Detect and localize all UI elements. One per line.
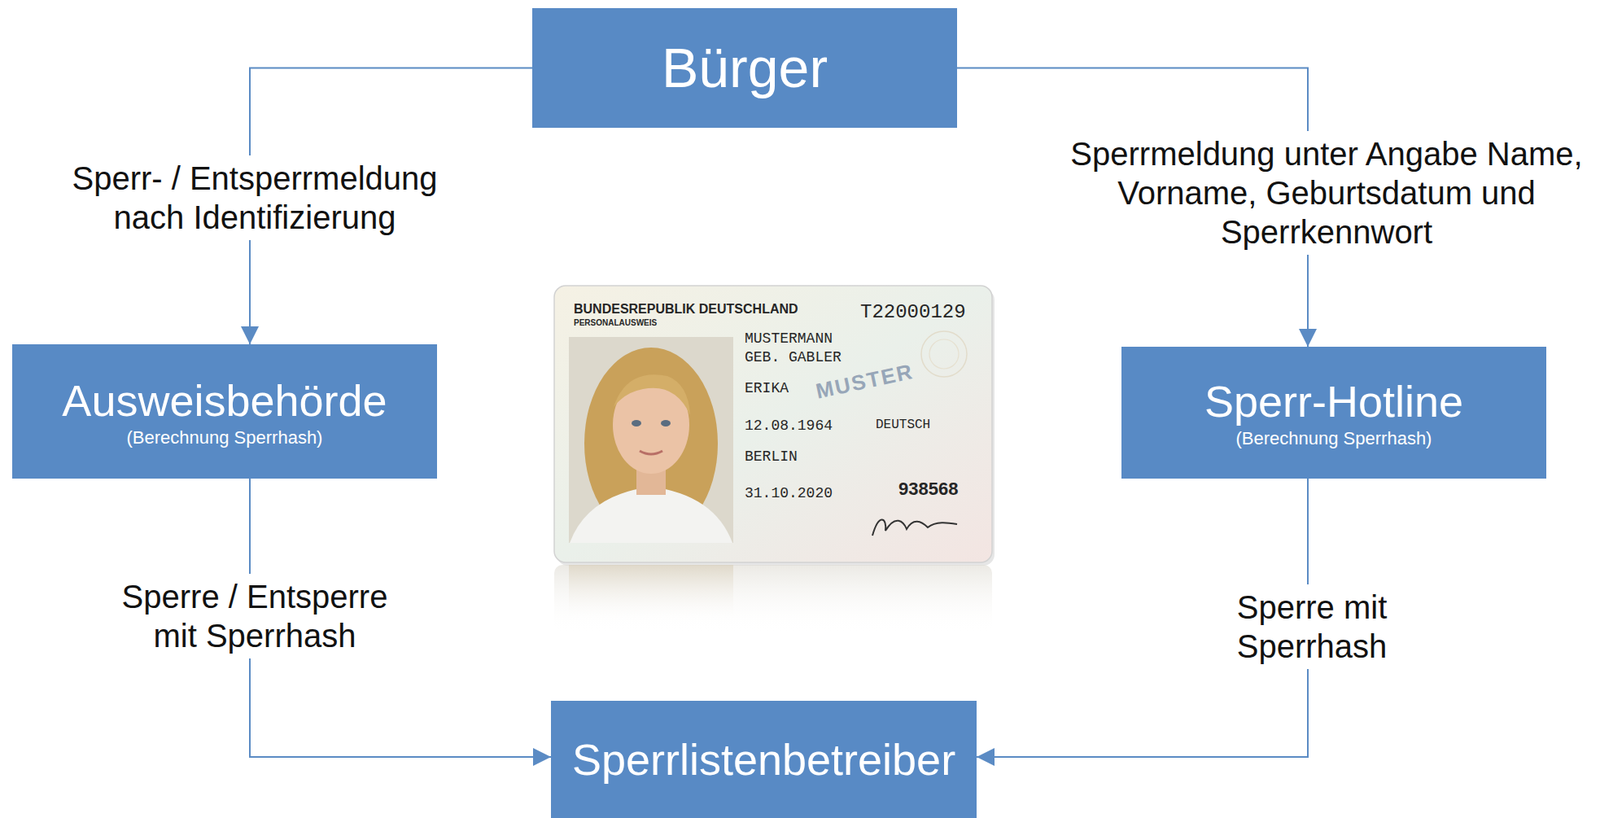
list-operator-box: Sperrlistenbetreiber	[550, 700, 977, 818]
edge-label: Sperr- / Entsperrmeldung nach Identifizi…	[59, 155, 451, 241]
box-title: Sperr-Hotline	[1204, 375, 1464, 427]
card-birth-name: GEB. GABLER	[744, 349, 842, 367]
edge-label: Sperre / Entsperre mit Sperrhash	[100, 573, 410, 659]
card-birth-date: 12.08.1964	[744, 418, 833, 435]
card-type: PERSONALAUSWEIS	[573, 318, 657, 328]
box-subtitle: (Berechnung Sperrhash)	[1236, 428, 1433, 449]
card-nationality: DEUTSCH	[875, 418, 931, 433]
box-title: Ausweisbehörde	[61, 375, 387, 426]
box-title: Bürger	[661, 35, 828, 100]
hotline-box: Sperr-Hotline(Berechnung Sperrhash)	[1121, 346, 1547, 479]
edge-label: Sperrmeldung unter Angabe Name, Vorname,…	[1066, 131, 1587, 255]
card-birth-place: BERLIN	[744, 449, 798, 466]
card-can-number: 938568	[898, 479, 958, 499]
edge-label: Sperre mit Sperrhash	[1202, 584, 1422, 669]
box-subtitle: (Berechnung Sperrhash)	[126, 427, 324, 448]
citizen-box: Bürger	[532, 8, 958, 128]
card-expiry: 31.10.2020	[744, 485, 833, 503]
box-title: Sperrlistenbetreiber	[572, 734, 956, 785]
card-surname: MUSTERMANN	[744, 331, 833, 348]
card-header: BUNDESREPUBLIK DEUTSCHLAND	[573, 301, 799, 317]
authority-box: Ausweisbehörde(Berechnung Sperrhash)	[12, 344, 438, 479]
card-given-name: ERIKA	[744, 380, 789, 398]
card-number: T22000129	[860, 301, 967, 324]
